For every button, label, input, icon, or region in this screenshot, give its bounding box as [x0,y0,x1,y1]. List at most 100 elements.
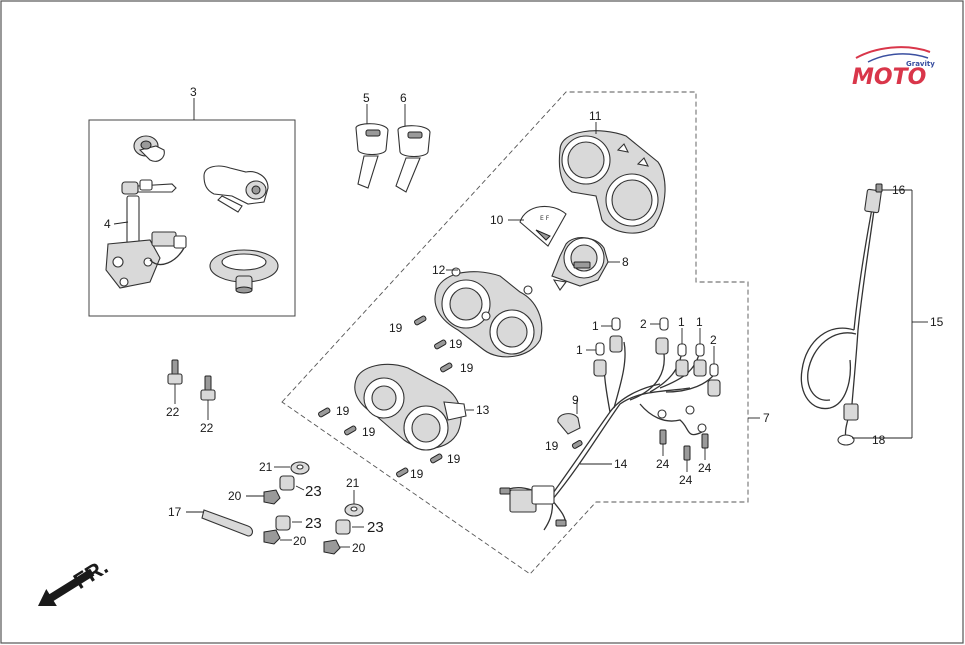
meter-housing [434,267,543,358]
callout-19a: 19 [389,321,403,335]
callout-1d: 1 [696,315,703,329]
callout-19b: 19 [449,337,463,351]
screw-19g [430,453,443,464]
ignition-kit-box [88,119,296,317]
washer-21b [344,503,364,517]
callout-1a: 1 [592,319,599,333]
callout-19e: 19 [362,425,376,439]
watermark-sub: Gravity [906,60,935,68]
key-5 [355,123,389,189]
callout-20a: 20 [228,489,242,503]
callout-14: 14 [614,457,628,471]
screw-19d [318,407,331,418]
grommet-23b [275,515,291,531]
callout-19h: 19 [545,439,559,453]
callout-4: 4 [104,217,111,231]
meter-lens-case [558,130,666,234]
callout-20b: 20 [293,534,307,548]
bolt-22a [167,359,183,404]
socket-1d [693,359,707,377]
nut-20c [323,539,341,555]
grommet-23a [279,475,295,491]
callout-19d: 19 [336,404,350,418]
callout-9: 9 [572,393,579,407]
screw-24b [683,445,691,472]
speedometer-cable [800,183,883,446]
callout-23a: 23 [305,483,322,500]
screw-24a [659,429,667,456]
callout-19c: 19 [460,361,474,375]
callout-13: 13 [476,403,490,417]
callout-17: 17 [168,505,182,519]
socket-1b [593,359,607,377]
bulb-1c [677,343,687,357]
callout-8: 8 [622,255,629,269]
screw-19h [571,440,583,449]
callout-24c: 24 [698,461,712,475]
grommet-23c [335,519,351,535]
callout-6: 6 [400,91,407,105]
screw-19b [434,339,447,350]
callout-10: 10 [490,213,504,227]
callout-2a: 2 [640,317,647,331]
screw-19a [414,315,427,326]
callout-22b: 22 [200,421,214,435]
screw-19c [440,362,453,373]
callout-18: 18 [872,433,886,447]
speedometer-unit [551,237,609,291]
moto-gravity-watermark: MOTO Gravity [852,46,935,90]
bolt-22b [200,375,216,420]
callout-1b: 1 [576,343,583,357]
ignition-switch [105,195,187,289]
bulb-2b [709,363,719,377]
nut-20a [263,489,281,505]
callout-7: 7 [763,411,770,425]
callout-19f: 19 [410,467,424,481]
socket-2a [655,337,669,355]
bulb-1a [611,317,621,331]
fuel-cap [209,249,279,294]
callout-16: 16 [892,183,906,197]
screw-19f [396,467,409,478]
callout-23b: 23 [305,515,322,532]
callout-12: 12 [432,263,446,277]
bulb-1d [695,343,705,357]
link-rod-17 [201,509,254,537]
callout-24a: 24 [656,457,670,471]
screw-19e [344,425,357,436]
callout-3: 3 [190,85,197,99]
socket-2b [707,379,721,397]
lock-cylinder [133,135,165,162]
bulb-1b [595,342,605,356]
bulb-2a [659,317,669,331]
callout-22a: 22 [166,405,180,419]
callout-15: 15 [930,315,944,329]
meter-lower-case [354,363,467,451]
callout-23c: 23 [367,519,384,536]
seat-lock-assembly [203,165,269,213]
socket-1c [675,359,689,377]
meter-assembly-dashed-boundary [281,91,749,575]
key-6 [395,125,431,193]
screw-24c [701,433,709,460]
callout-11: 11 [589,109,602,123]
callout-24b: 24 [679,473,693,487]
callout-5: 5 [363,91,370,105]
front-direction-arrow [38,568,95,607]
callout-21b: 21 [346,476,360,490]
front-indicator-label: FR. [69,554,112,594]
svg-text:E F: E F [540,215,550,222]
callout-20c: 20 [352,541,366,555]
nut-20b [263,529,281,545]
ignition-key [121,179,177,195]
fuel-gauge-face: E F [519,205,567,247]
callout-1c: 1 [678,315,685,329]
harness-clip [557,400,581,435]
callout-19g: 19 [447,452,461,466]
watermark-brand: MOTO [852,65,926,90]
washer-21a [290,461,310,475]
callout-2b: 2 [710,333,717,347]
socket-1a [609,335,623,353]
